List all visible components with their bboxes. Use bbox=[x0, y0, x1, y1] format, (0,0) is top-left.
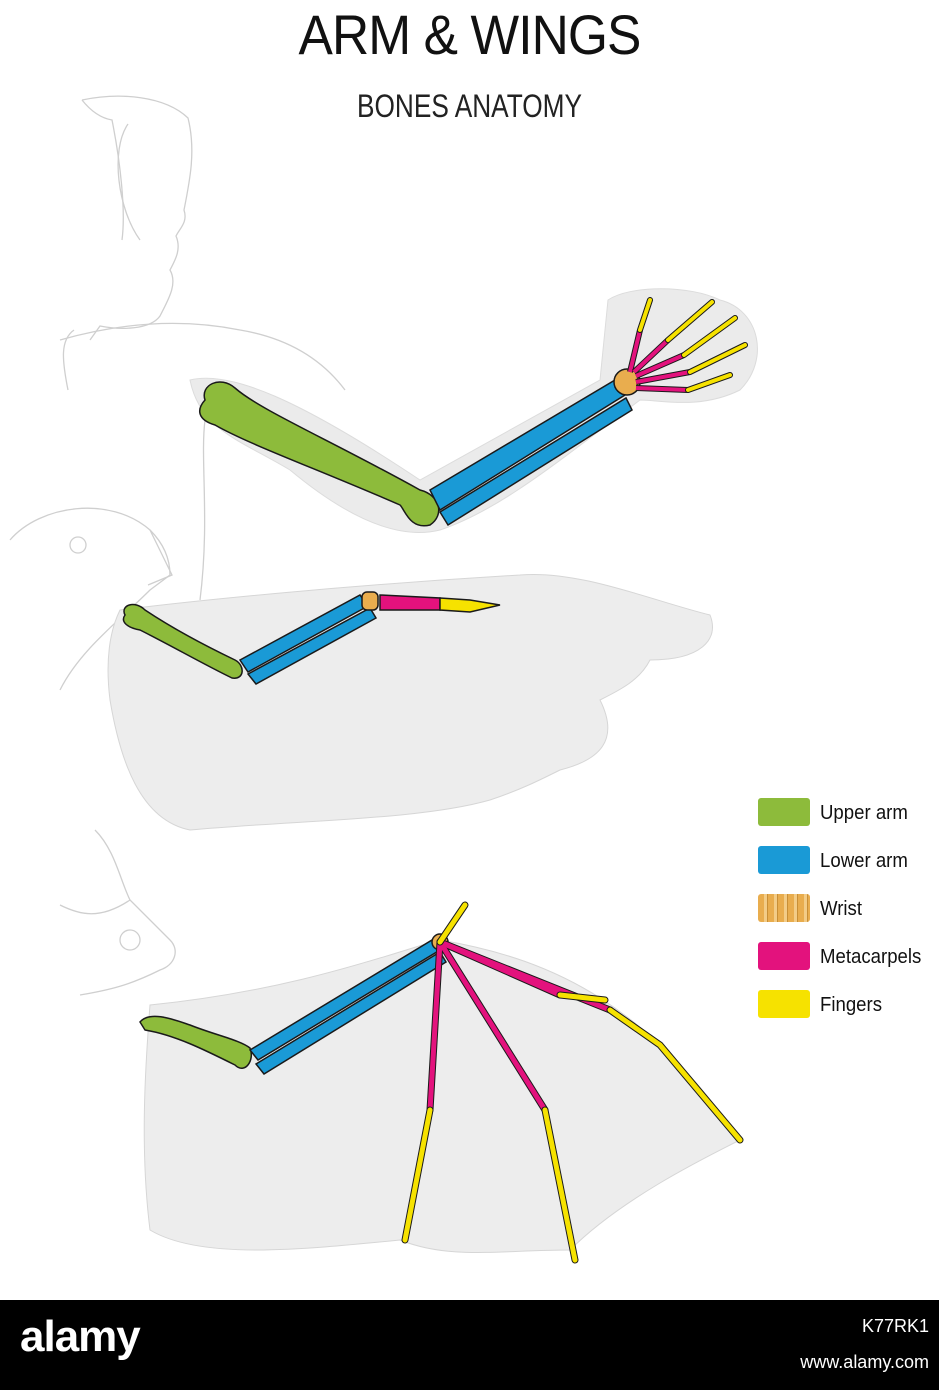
lower-arm-swatch-icon bbox=[758, 846, 810, 874]
page-subtitle: BONES ANATOMY bbox=[85, 88, 855, 125]
human-figure bbox=[60, 96, 345, 600]
fingers-swatch-icon bbox=[758, 990, 810, 1018]
wrist-swatch-icon bbox=[758, 894, 810, 922]
legend-item-upper-arm: Upper arm bbox=[756, 798, 939, 846]
legend-label: Fingers bbox=[820, 994, 882, 1017]
legend-label: Lower arm bbox=[820, 850, 908, 873]
upper-arm-swatch-icon bbox=[758, 798, 810, 826]
watermark-footer: alamy K77RK1 www.alamy.com bbox=[0, 1300, 939, 1390]
legend: Upper arm Lower arm Wrist Metacarpels Fi… bbox=[756, 798, 939, 1038]
legend-item-lower-arm: Lower arm bbox=[756, 846, 939, 894]
metacarpels-swatch-icon bbox=[758, 942, 810, 970]
footer-url: www.alamy.com bbox=[800, 1352, 929, 1373]
legend-item-wrist: Wrist bbox=[756, 894, 939, 942]
legend-item-metacarpels: Metacarpels bbox=[756, 942, 939, 990]
bird-wing-silhouette bbox=[108, 574, 712, 830]
bat-wing-silhouette bbox=[144, 940, 740, 1253]
legend-label: Metacarpels bbox=[820, 946, 921, 969]
legend-label: Wrist bbox=[820, 898, 862, 921]
image-id: K77RK1 bbox=[862, 1316, 929, 1337]
page-title: ARM & WINGS bbox=[38, 2, 902, 67]
diagram-canvas bbox=[0, 0, 939, 1300]
alamy-logo: alamy bbox=[20, 1312, 140, 1362]
legend-item-fingers: Fingers bbox=[756, 990, 939, 1038]
legend-label: Upper arm bbox=[820, 802, 908, 825]
bat-figure bbox=[60, 830, 175, 995]
